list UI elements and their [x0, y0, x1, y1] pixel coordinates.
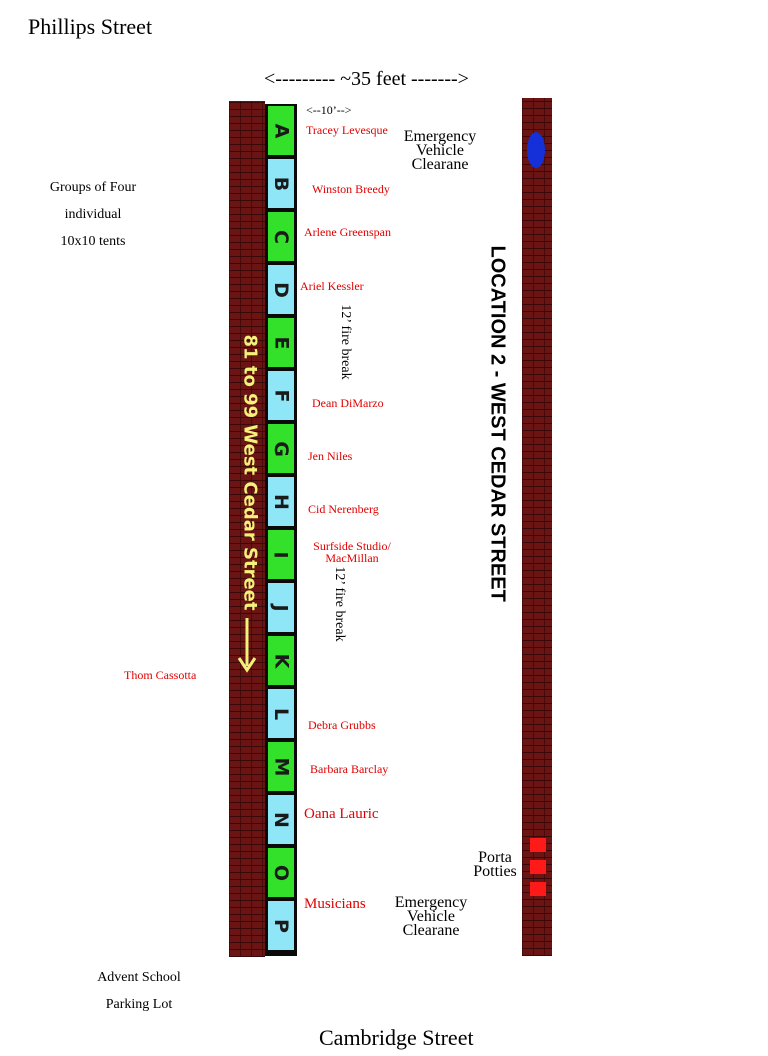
booth-p[interactable]: P: [268, 901, 294, 950]
vendor-p: Musicians: [304, 896, 366, 912]
down-arrow-icon: [236, 618, 258, 674]
location-label: LOCATION 2 - WEST CEDAR STREET: [485, 241, 509, 602]
tent-width-dimension: <--10’-->: [306, 103, 352, 117]
right-brick-strip: [522, 98, 552, 956]
booth-d[interactable]: D: [268, 265, 294, 314]
groups-note-line-2: individual: [64, 207, 122, 222]
left-street-sideways-label: 81 to 99 West Cedar Street: [239, 334, 261, 611]
vendor-k: Thom Cassotta: [124, 668, 197, 682]
booth-a[interactable]: A: [268, 106, 294, 155]
width-dimension: <--------- ~35 feet ------->: [264, 68, 469, 90]
fire-break-upper: 12’ fire break: [338, 304, 353, 380]
bottom-street-label: Cambridge Street: [319, 1025, 474, 1050]
porta-potty-icon: [530, 882, 546, 896]
booth-i[interactable]: I: [268, 530, 294, 579]
groups-note-line-1: Groups of Four: [49, 180, 137, 195]
booth-n[interactable]: N: [268, 795, 294, 844]
porta-potty-icon: [530, 860, 546, 874]
booth-column: A B C D E F G H I J K L M N O P: [265, 104, 297, 956]
vendor-i: Surfside Studio/ MacMillan: [304, 540, 400, 564]
vendor-g: Jen Niles: [308, 449, 353, 463]
booth-o[interactable]: O: [268, 848, 294, 897]
emergency-clearance-bottom: Emergency Vehicle Clearane: [381, 894, 481, 939]
vendor-c: Arlene Greenspan: [304, 225, 391, 239]
groups-note-line-3: 10x10 tents: [60, 234, 126, 249]
booth-k[interactable]: K: [268, 636, 294, 685]
vendor-b: Winston Breedy: [312, 182, 390, 196]
booth-j[interactable]: J: [268, 583, 294, 632]
parking-note-line-1: Advent School: [97, 970, 181, 985]
emergency-top-line-3: Clearane: [411, 156, 469, 173]
booth-m[interactable]: M: [268, 742, 294, 791]
booth-g[interactable]: G: [268, 424, 294, 473]
groups-note: Groups of Four individual 10x10 tents: [28, 174, 158, 255]
top-street-label: Phillips Street: [28, 14, 153, 39]
booth-l[interactable]: L: [268, 689, 294, 738]
parking-note-line-2: Parking Lot: [105, 997, 173, 1012]
emergency-marker-icon: [527, 132, 545, 168]
vendor-h: Cid Nerenberg: [308, 502, 379, 516]
booth-e[interactable]: E: [268, 318, 294, 367]
left-brick-strip: [229, 101, 265, 957]
porta-potties-label: Porta Potties: [462, 849, 528, 880]
vendor-i-line-2: MacMillan: [325, 551, 379, 565]
vendor-n: Oana Lauric: [304, 806, 379, 822]
emergency-bottom-line-2: Vehicle: [407, 908, 455, 925]
vendor-a: Tracey Levesque: [306, 123, 388, 137]
booth-c[interactable]: C: [268, 212, 294, 261]
fire-break-lower: 12’ fire break: [332, 566, 347, 642]
emergency-bottom-line-3: Clearane: [402, 922, 460, 939]
emergency-top-line-2: Vehicle: [416, 142, 464, 159]
vendor-f: Dean DiMarzo: [312, 396, 384, 410]
booth-h[interactable]: H: [268, 477, 294, 526]
emergency-clearance-top: Emergency Vehicle Clearane: [390, 128, 490, 173]
porta-line-2: Potties: [473, 863, 517, 880]
emergency-top-line-1: Emergency: [403, 128, 477, 145]
parking-note: Advent School Parking Lot: [74, 964, 204, 1018]
emergency-bottom-line-1: Emergency: [394, 894, 468, 911]
porta-potty-icon: [530, 838, 546, 852]
porta-line-1: Porta: [478, 849, 512, 866]
vendor-m: Barbara Barclay: [310, 762, 389, 776]
booth-f[interactable]: F: [268, 371, 294, 420]
vendor-d: Ariel Kessler: [300, 279, 364, 293]
booth-b[interactable]: B: [268, 159, 294, 208]
vendor-i-line-1: Surfside Studio/: [313, 539, 391, 553]
vendor-l: Debra Grubbs: [308, 718, 376, 732]
